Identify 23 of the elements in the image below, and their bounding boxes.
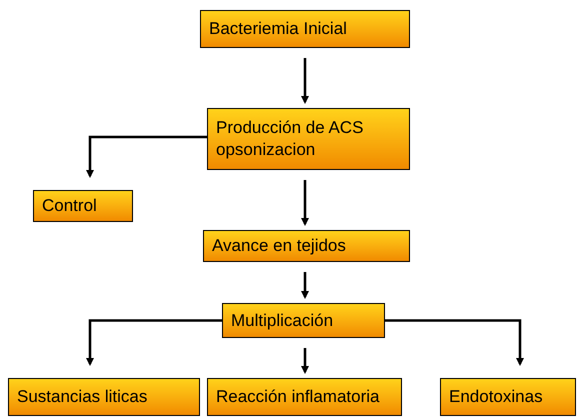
box-label: Avance en tejidos	[212, 235, 347, 257]
arrow	[385, 319, 524, 366]
arrow	[301, 58, 309, 104]
box-label: Sustancias liticas	[17, 386, 148, 408]
process-box	[33, 190, 133, 222]
process-box	[222, 303, 385, 338]
box-label: Bacteriemia Inicial	[209, 18, 348, 40]
box-label: Producción de ACS opsonizacion	[216, 117, 364, 161]
process-box	[207, 108, 410, 170]
process-box	[8, 378, 200, 416]
arrow	[301, 272, 309, 299]
arrow	[86, 136, 207, 178]
box-label: Endotoxinas	[449, 386, 544, 408]
arrow	[86, 319, 222, 366]
process-box	[207, 378, 402, 416]
process-box	[203, 230, 410, 262]
arrow	[301, 180, 309, 226]
box-label: Multiplicación	[231, 310, 334, 332]
process-box	[200, 10, 410, 48]
box-label: Control	[42, 195, 98, 217]
process-box	[440, 378, 576, 416]
box-label: Reacción inflamatoria	[216, 386, 380, 408]
arrow	[301, 348, 309, 374]
